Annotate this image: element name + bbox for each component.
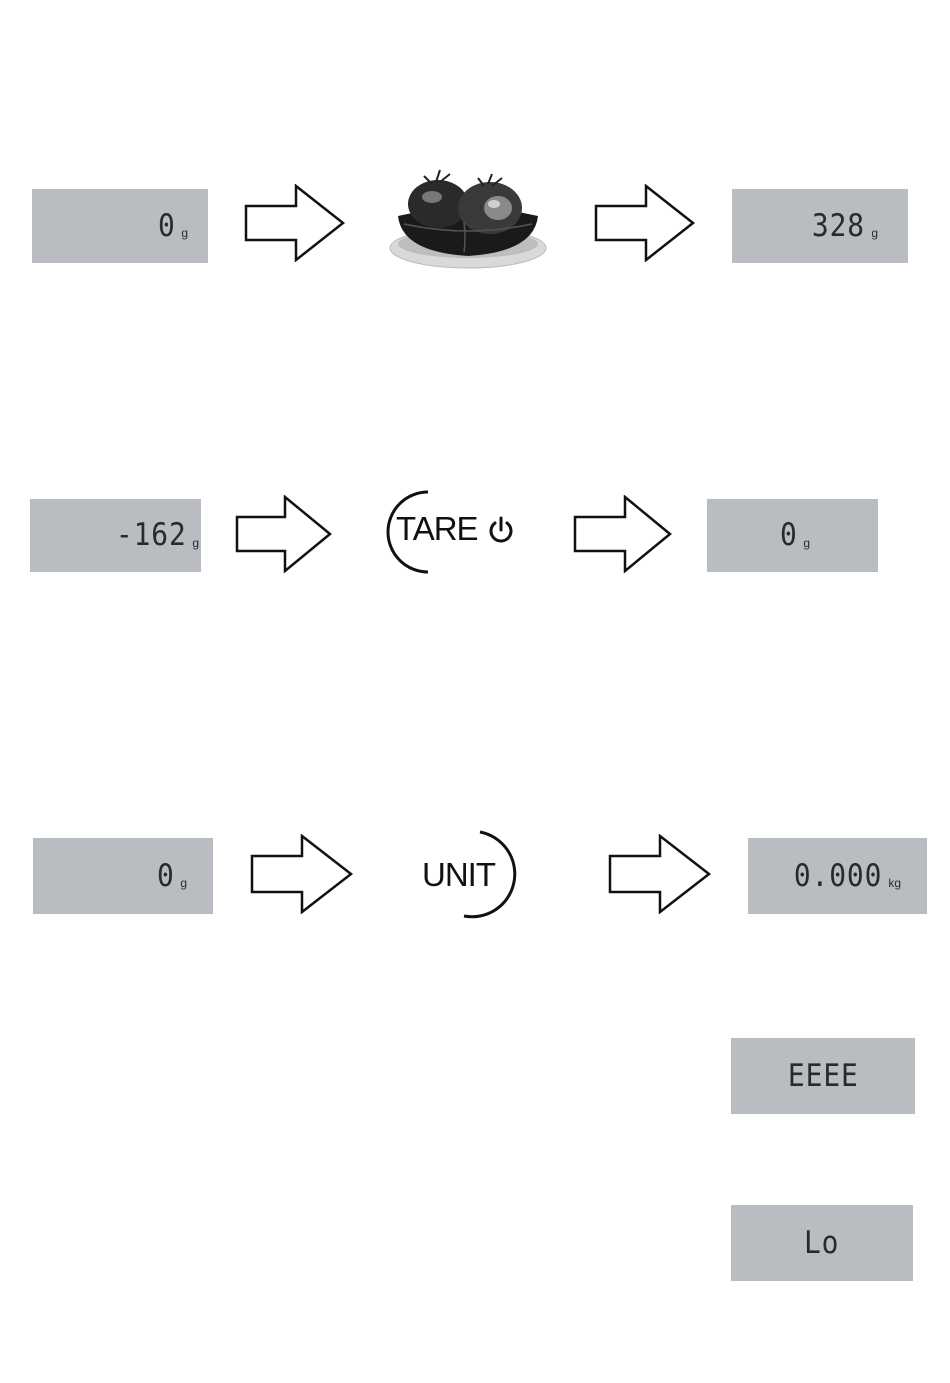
tare-button-label: TARE [396,512,478,545]
arrow-right-icon [573,495,673,573]
arrow-right-icon [594,184,696,262]
fruit-bowl-icon [384,164,552,274]
display-value: -162 [116,520,187,551]
display-value: 0 [157,861,175,892]
display-value: EEEE [788,1061,859,1092]
unit-button[interactable]: UNIT [400,820,550,930]
display-overload-error: EEEE [731,1038,915,1114]
display-value: 0 [780,520,798,551]
display-grams-zero: 0 g [33,838,213,914]
display-unit: g [871,227,878,239]
display-low-battery: Lo [731,1205,913,1281]
arrow-right-icon [608,834,712,914]
display-value: 0 [158,211,176,242]
display-value: 0.000 [794,861,882,892]
display-unit: g [180,877,187,889]
display-unit: g [803,537,810,549]
display-weight-result: 328 g [732,189,908,263]
display-empty-scale: 0 g [32,189,208,263]
display-kilograms: 0.000 kg [748,838,927,914]
display-tared-zero: 0 g [707,499,878,572]
display-unit: kg [888,877,901,889]
arrow-right-icon [250,834,354,914]
display-value: Lo [804,1228,839,1259]
display-unit: g [192,537,199,549]
display-negative-weight: -162 g [30,499,201,572]
power-icon [486,515,516,545]
display-value: 328 [812,211,865,242]
arrow-right-icon [235,495,333,573]
tare-button[interactable]: TARE [376,486,538,578]
display-unit: g [181,227,188,239]
arrow-right-icon [244,184,346,262]
unit-button-label: UNIT [422,858,495,891]
